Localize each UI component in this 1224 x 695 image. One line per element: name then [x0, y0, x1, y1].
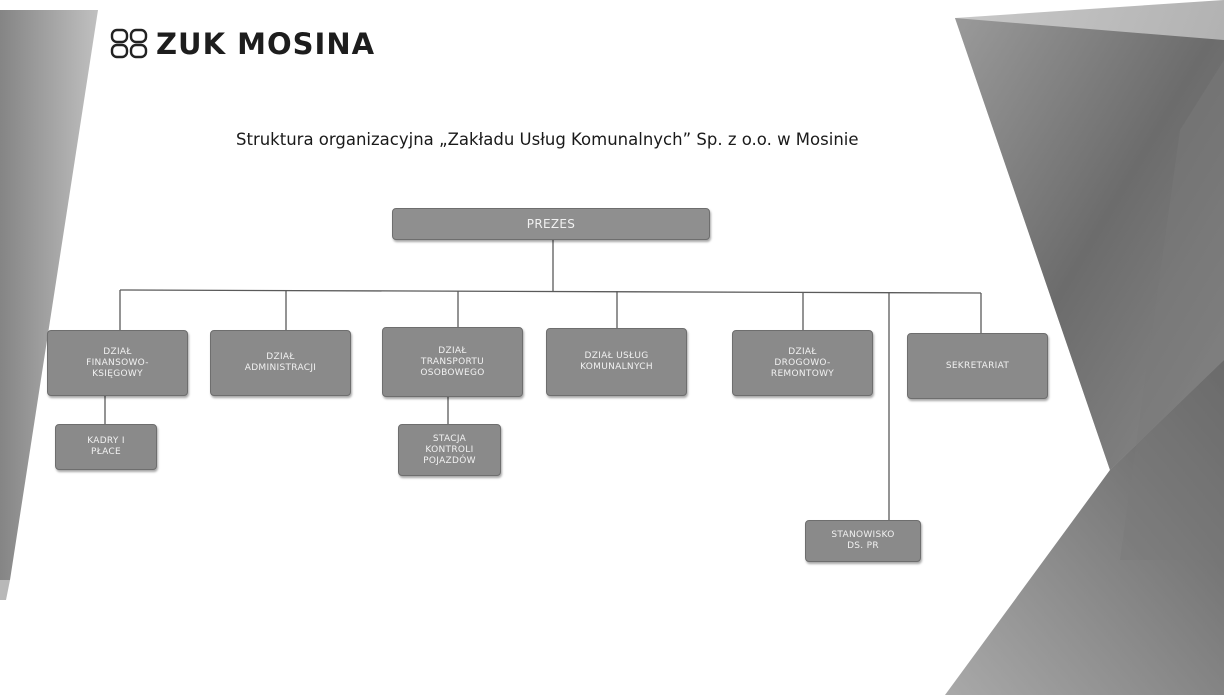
org-box-finance: DZIAŁ FINANSOWO- KSIĘGOWY	[47, 330, 188, 396]
org-box-vehicle-inspection: STACJA KONTROLI POJAZDÓW	[398, 424, 501, 476]
left-shape	[0, 10, 98, 580]
org-box-hr-payroll: KADRY I PŁACE	[55, 424, 157, 470]
org-box-administration: DZIAŁ ADMINISTRACJI	[210, 330, 351, 396]
org-box-secretariat: SEKRETARIAT	[907, 333, 1048, 399]
org-box-roads-repairs: DZIAŁ DROGOWO- REMONTOWY	[732, 330, 873, 396]
org-box-pr-position: STANOWISKO DS. PR	[805, 520, 921, 562]
left-shape-edge	[0, 580, 10, 600]
right-shape-arrow	[955, 18, 1224, 470]
org-box-prezes: PREZES	[392, 208, 710, 240]
logo: ZUK MOSINA	[110, 28, 375, 60]
right-shape-lower	[945, 360, 1224, 695]
logo-icon	[110, 28, 148, 59]
chart-title: Struktura organizacyjna „Zakładu Usług K…	[236, 130, 859, 149]
logo-text: ZUK MOSINA	[156, 26, 376, 61]
connector-horizontal-bus	[119, 289, 982, 294]
org-box-transport: DZIAŁ TRANSPORTU OSOBOWEGO	[382, 327, 523, 397]
right-shape-sliver	[1120, 60, 1224, 560]
org-box-municipal-services: DZIAŁ USŁUG KOMUNALNYCH	[546, 328, 687, 396]
